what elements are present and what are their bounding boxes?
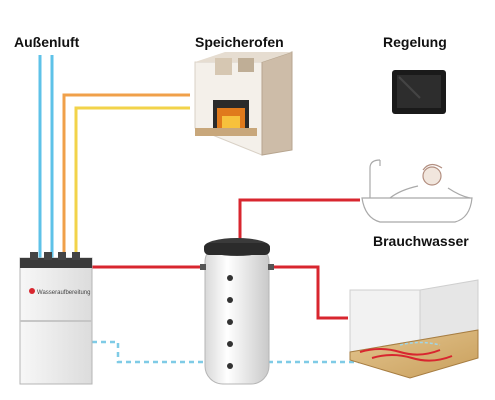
label-storage-stove: Speicherofen bbox=[195, 34, 284, 50]
heat-pump-unit: Wasseraufbereitung bbox=[19, 252, 93, 385]
stove-pipes bbox=[62, 93, 190, 258]
heating-pipes bbox=[92, 198, 360, 320]
control-panel bbox=[392, 70, 446, 114]
underfloor-heating-room bbox=[349, 279, 479, 379]
storage-stove bbox=[194, 51, 293, 156]
label-hot-water: Brauchwasser bbox=[373, 233, 469, 249]
return-pipes bbox=[92, 340, 405, 364]
storage-tank bbox=[200, 238, 274, 385]
unit-brand-text: Wasseraufbereitung bbox=[37, 290, 90, 296]
bathtub-illustration bbox=[361, 159, 473, 223]
label-control: Regelung bbox=[383, 34, 447, 50]
label-outdoor-air: Außenluft bbox=[14, 34, 80, 50]
outdoor-air-pipes bbox=[38, 55, 54, 258]
